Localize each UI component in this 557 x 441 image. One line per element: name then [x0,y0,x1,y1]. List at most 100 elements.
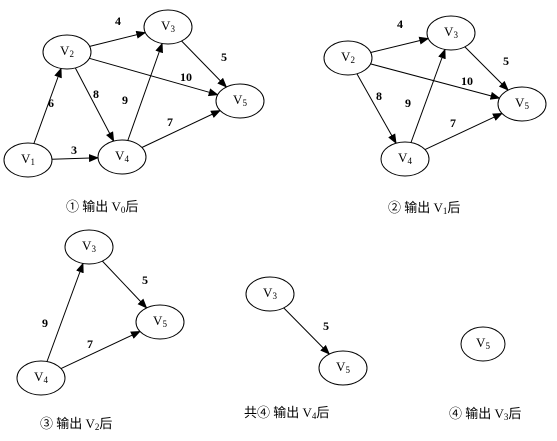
node-v4: V4 [16,360,66,396]
edge-v4-v3 [127,42,163,141]
caption-subscript: 0 [121,205,126,215]
node-v1: V1 [3,142,53,178]
node-label: V5 [476,335,490,351]
node-label: V5 [515,95,529,111]
caption-suffix: 后 [99,416,112,431]
edge-weight-label: 5 [142,273,148,287]
caption-text: 输出 V [465,406,504,421]
caption-text: 输出 V [56,416,95,431]
edge-v1-v2 [33,67,62,144]
node-ellipse [318,350,368,386]
node-label-base: V [60,43,70,58]
edge-v2-v5 [89,57,219,97]
node-label: V2 [341,49,355,65]
caption-step-number: ④ [449,406,465,421]
node-label: V2 [60,43,74,59]
node-v3: V3 [143,9,193,45]
node-v2: V2 [323,40,373,76]
node-label: V3 [82,238,96,254]
node-v3: V3 [245,276,295,312]
panel-caption: ① 输出 V0后 [66,199,138,215]
edge-weight-label: 7 [167,115,173,129]
edge-weight-label: 3 [71,143,77,157]
caption-prefix: 共 [244,405,257,420]
node-label-subscript: 4 [407,156,412,166]
edge-v2-v3 [370,36,430,53]
edge-weight-label: 8 [376,89,382,103]
caption-suffix: 后 [316,405,329,420]
caption-step-number: ① [66,199,82,214]
node-label-base: V [82,238,92,253]
node-label-subscript: 5 [485,341,490,351]
caption-text: 输出 V [273,405,312,420]
caption-subscript: 4 [312,411,317,421]
node-label-subscript: 4 [43,375,48,385]
edge-weight-label: 4 [397,17,403,31]
node-ellipse [42,34,92,70]
node-label-base: V [233,92,243,107]
panel-caption: ③ 输出 V2后 [40,416,112,432]
node-label-base: V [336,359,346,374]
edge-v2-v5 [370,63,501,100]
edge-v4-v5 [141,110,222,148]
edge-weight-label: 5 [221,50,227,64]
edge-weight-label: 10 [461,74,473,88]
node-label-subscript: 5 [345,365,350,375]
panel-caption: ④ 输出 V3后 [449,406,521,422]
edge-weight-label: 10 [180,70,192,84]
edge-weight-label: 7 [450,116,456,130]
node-v3: V3 [64,229,114,265]
caption-step-number: ② [388,200,404,215]
edge-weight-label: 5 [503,54,509,68]
node-ellipse [143,9,193,45]
edge-v4-v3 [46,262,84,362]
edge-v4-v5 [424,112,503,151]
node-ellipse [97,139,147,175]
edge-weight-label: 9 [405,96,411,110]
node-label-subscript: 5 [524,101,529,111]
caption-suffix: 后 [125,199,138,214]
node-label-base: V [21,151,31,166]
node-label-subscript: 5 [242,98,247,108]
edge-weight-label: 9 [122,93,128,107]
node-ellipse [380,141,430,177]
caption-suffix: 后 [447,200,460,215]
node-label-base: V [34,369,44,384]
node-v4: V4 [97,139,147,175]
node-label-base: V [263,285,273,300]
edge-weight-label: 4 [115,14,121,28]
edge-weight-label: 9 [42,316,48,330]
caption-suffix: 后 [508,406,521,421]
node-v4: V4 [380,141,430,177]
node-label: V5 [336,359,350,375]
edge-weight-label: 5 [323,319,329,333]
node-v5: V5 [460,326,506,362]
node-label: V4 [115,148,129,164]
node-label: V4 [398,150,412,166]
node-label-subscript: 3 [170,24,175,34]
node-label-base: V [476,335,486,350]
node-v5: V5 [215,83,265,119]
node-ellipse [215,83,265,119]
panel-caption: 共④ 输出 V4后 [244,405,329,421]
caption-step-number: ④ [257,405,273,420]
node-label-subscript: 5 [162,319,167,329]
node-label-base: V [161,18,171,33]
node-ellipse [460,326,506,362]
node-label-subscript: 1 [30,157,35,167]
edge-v3-v5 [464,46,509,91]
caption-step-number: ③ [40,416,56,431]
edge-v3-v5 [181,40,228,88]
node-v5: V5 [318,350,368,386]
edge-weight-label: 7 [87,337,93,351]
caption-text: 输出 V [82,199,121,214]
node-label-subscript: 3 [91,244,96,254]
node-label-base: V [115,148,125,163]
edge-v3-v5 [102,260,148,309]
node-v3: V3 [426,15,476,51]
node-label-subscript: 3 [272,291,277,301]
edge-v2-v4 [74,67,115,142]
edge-v2-v3 [89,30,147,47]
edge-v4-v3 [410,48,446,143]
node-v2: V2 [42,34,92,70]
